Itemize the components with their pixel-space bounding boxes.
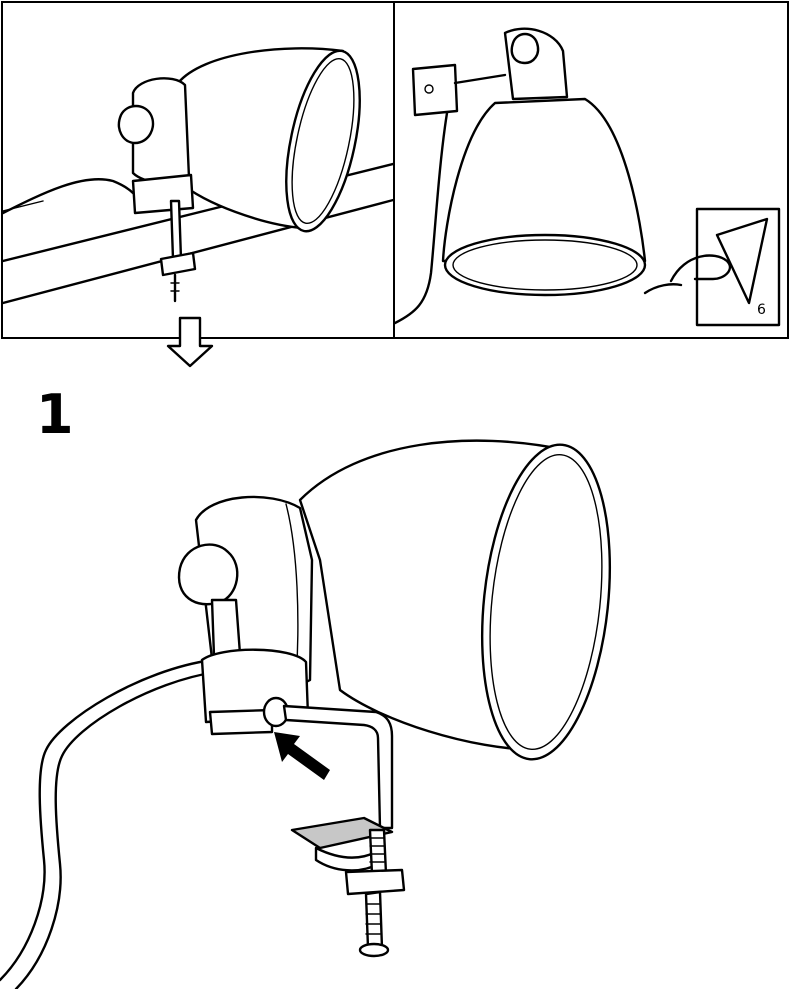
turn-page-icon bbox=[395, 3, 789, 339]
clamp-mount-panel bbox=[1, 1, 395, 339]
insert-direction-arrow-icon bbox=[270, 724, 334, 786]
clamp-insertion-illustration bbox=[0, 420, 790, 989]
page-reference-number: 6 bbox=[757, 302, 766, 318]
clamp-lamp-installed-illustration bbox=[3, 3, 395, 339]
next-step-arrow-icon bbox=[164, 312, 216, 370]
wall-mount-panel: 6 bbox=[393, 1, 789, 339]
